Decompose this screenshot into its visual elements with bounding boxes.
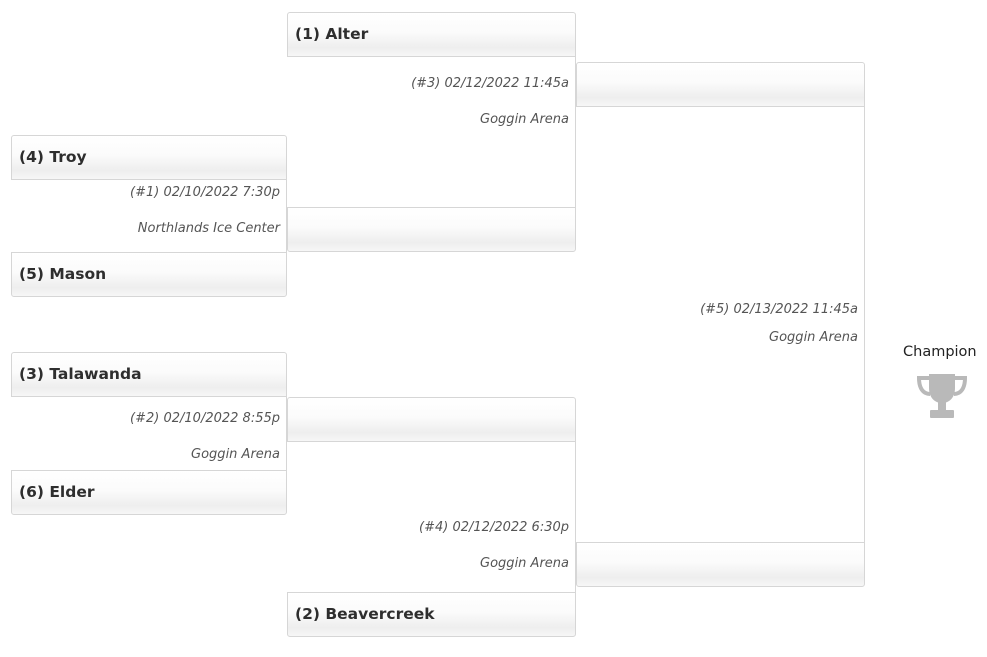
game-3-venue: Goggin Arena [480, 112, 569, 127]
slot-elder[interactable]: (6) Elder [11, 470, 287, 515]
game-2-time: (#2) 02/10/2022 8:55p [130, 411, 280, 426]
team-name: (1) Alter [295, 25, 369, 43]
slot-winner-game-2[interactable] [287, 397, 576, 442]
trophy-icon [915, 372, 969, 424]
slot-winner-game-4[interactable] [576, 542, 865, 587]
game-5-venue: Goggin Arena [769, 330, 858, 345]
slot-beavercreek[interactable]: (2) Beavercreek [287, 592, 576, 637]
bracket-connector [575, 56, 576, 208]
slot-mason[interactable]: (5) Mason [11, 252, 287, 297]
slot-talawanda[interactable]: (3) Talawanda [11, 352, 287, 397]
slot-alter[interactable]: (1) Alter [287, 12, 576, 57]
game-1-time: (#1) 02/10/2022 7:30p [130, 185, 280, 200]
team-name: (2) Beavercreek [295, 605, 435, 623]
team-name: (4) Troy [19, 148, 87, 166]
slot-winner-game-1[interactable] [287, 207, 576, 252]
team-name: (5) Mason [19, 265, 107, 283]
game-3-time: (#3) 02/12/2022 11:45a [411, 76, 569, 91]
slot-troy[interactable]: (4) Troy [11, 135, 287, 180]
game-1-venue: Northlands Ice Center [137, 221, 280, 236]
bracket-connector [286, 396, 287, 471]
bracket-connector [575, 441, 576, 593]
bracket-connector [286, 179, 287, 253]
game-2-venue: Goggin Arena [191, 447, 280, 462]
champion-label: Champion [903, 344, 977, 360]
slot-winner-game-3[interactable] [576, 62, 865, 107]
team-name: (6) Elder [19, 483, 95, 501]
game-5-time: (#5) 02/13/2022 11:45a [700, 302, 858, 317]
bracket-connector [864, 106, 865, 543]
game-4-venue: Goggin Arena [480, 556, 569, 571]
team-name: (3) Talawanda [19, 365, 142, 383]
game-4-time: (#4) 02/12/2022 6:30p [419, 520, 569, 535]
